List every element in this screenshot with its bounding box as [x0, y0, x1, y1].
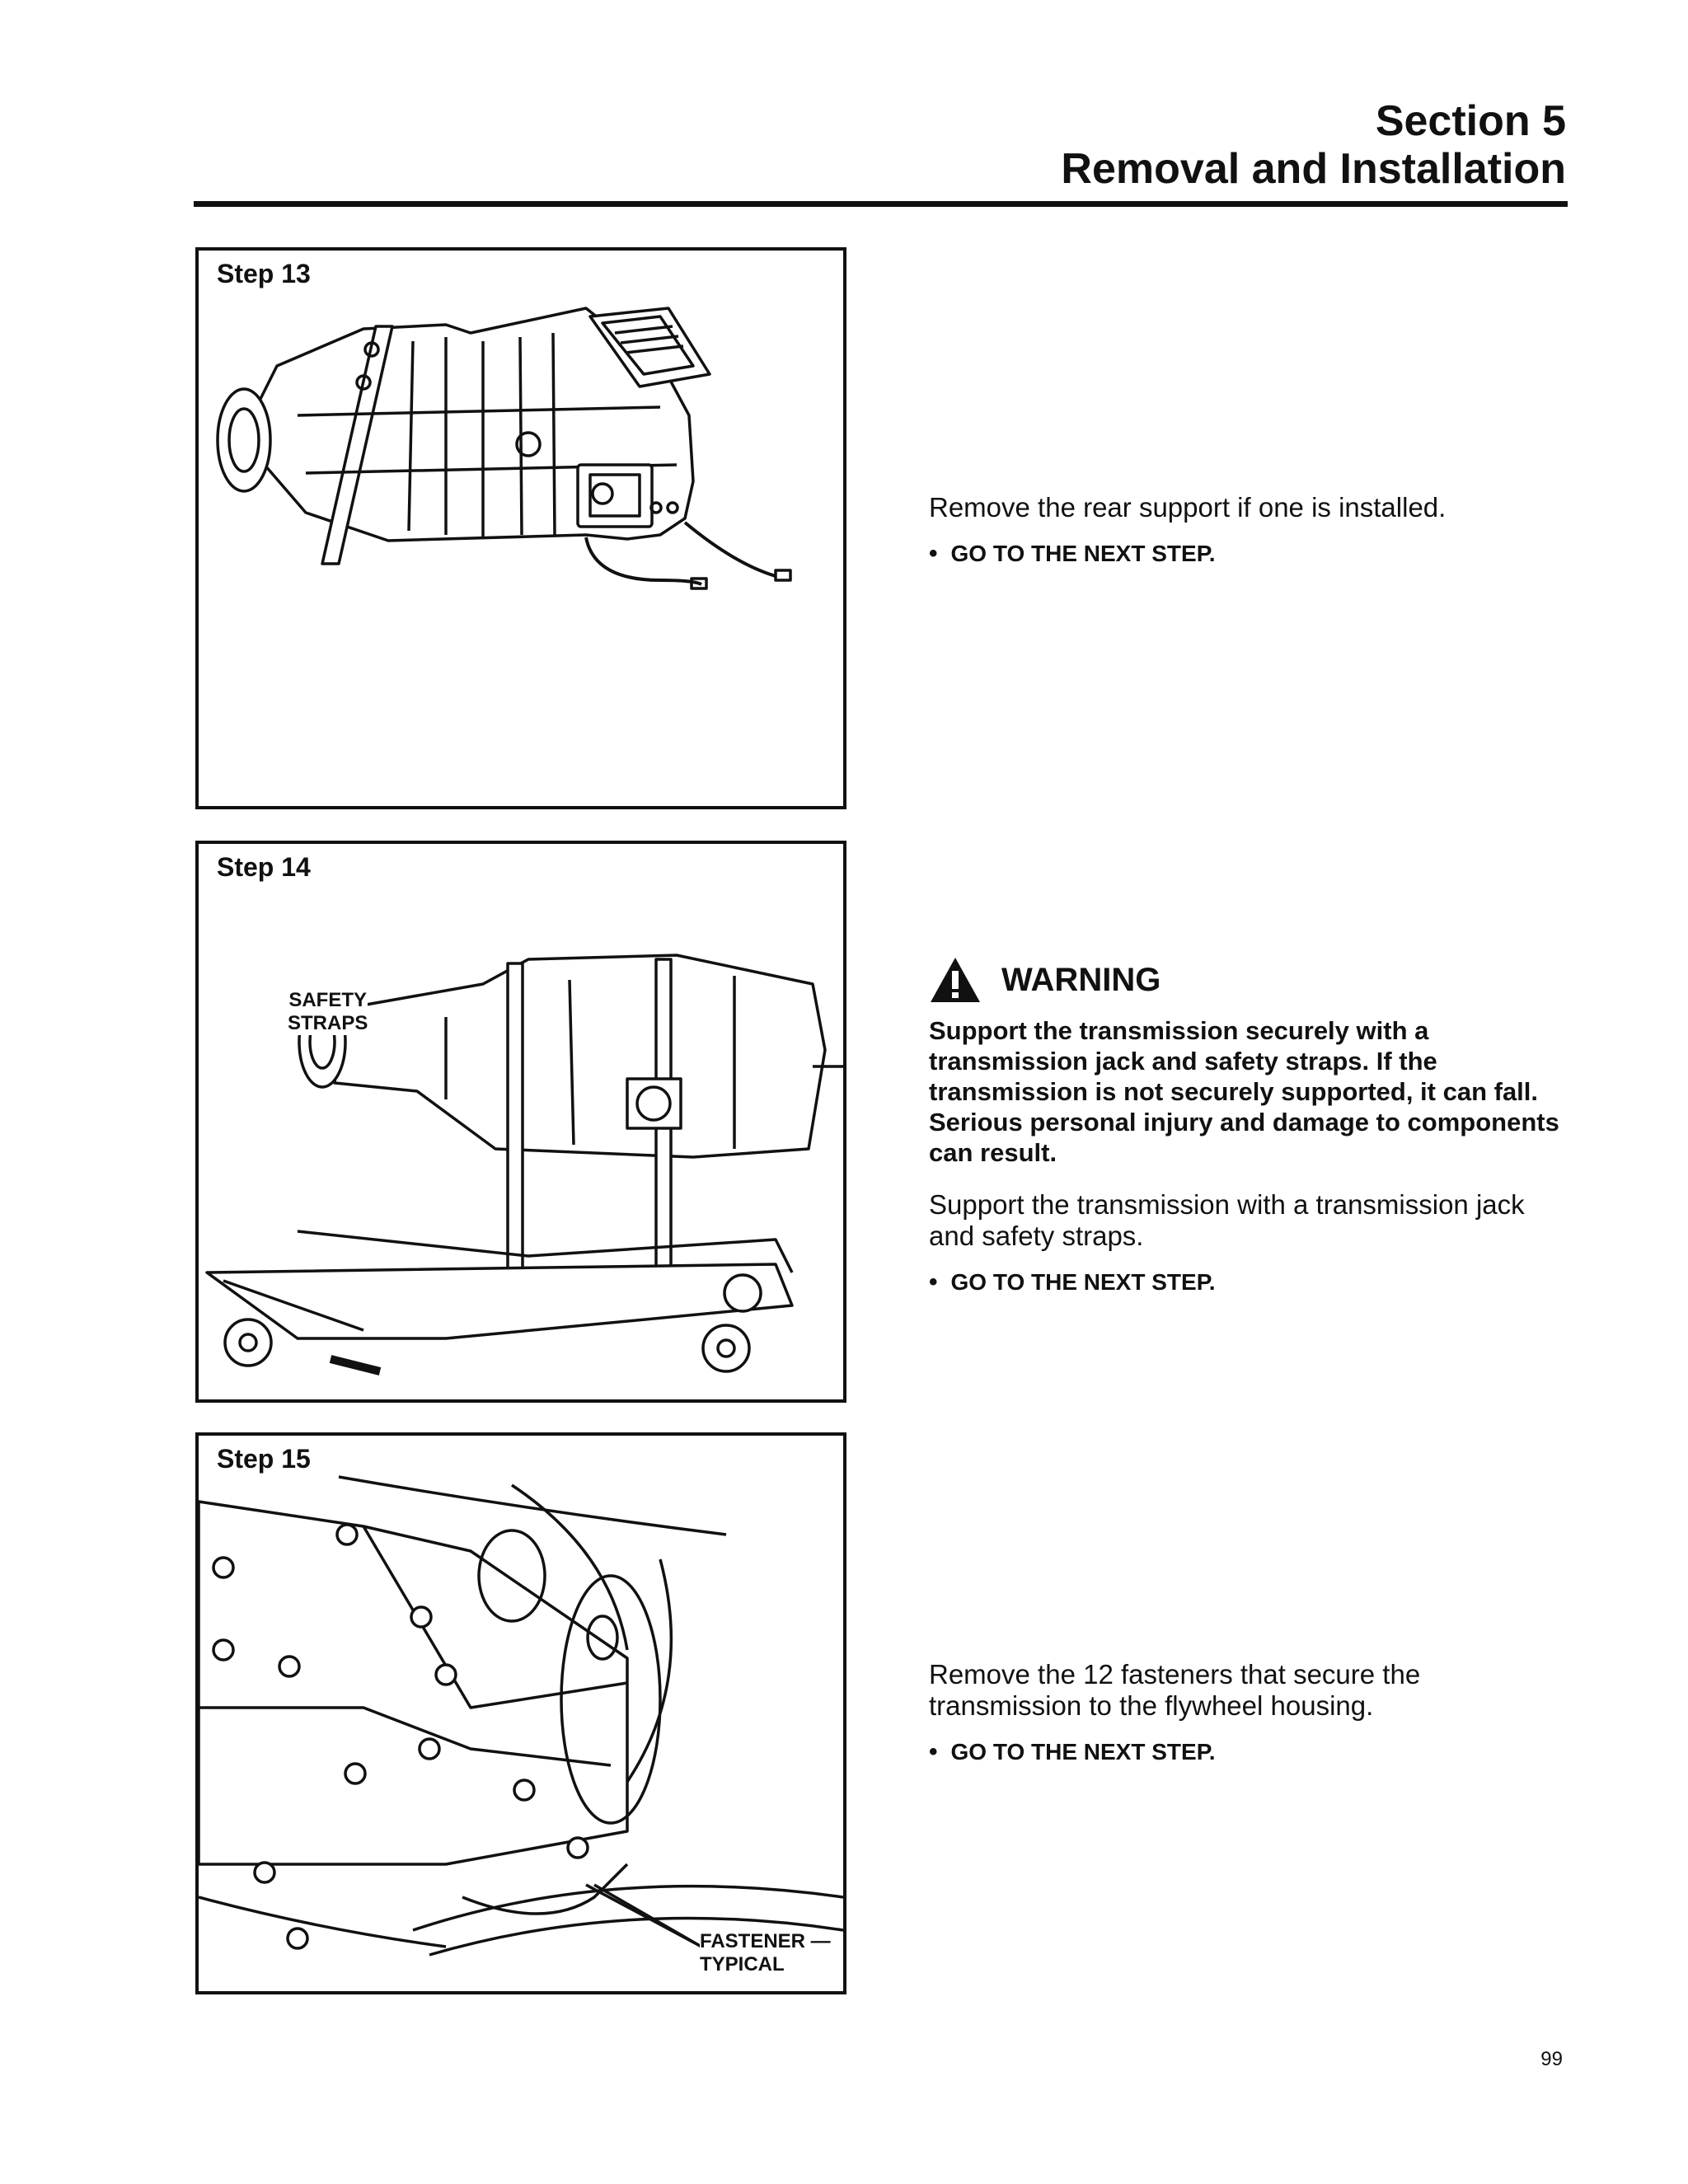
step-15-figure: Step 15 FASTENER — TYPICAL [195, 1432, 846, 1994]
warning-header: WARNING [929, 956, 1564, 1004]
step-14-instruction: Support the transmission with a transmis… [929, 1189, 1525, 1251]
step-13-next: • GO TO THE NEXT STEP. [929, 540, 1564, 568]
section-number: Section 5 [1375, 97, 1566, 145]
step-13-next-label: GO TO THE NEXT STEP. [950, 541, 1216, 566]
warning-title: WARNING [1001, 961, 1161, 998]
safety-straps-line1: SAFETY [288, 989, 368, 1011]
transmission-illustration [216, 307, 792, 590]
page-number: 99 [1540, 2048, 1563, 2070]
step-14-next: • GO TO THE NEXT STEP. [929, 1268, 1564, 1296]
bullet-icon: • [929, 540, 938, 567]
bullet-icon: • [929, 1268, 938, 1296]
step-13-figure: Step 13 [195, 247, 846, 809]
step-14-label: Step 14 [213, 852, 314, 883]
step-13-instruction: Remove the rear support if one is instal… [929, 492, 1447, 523]
transmission-jack-illustration [205, 954, 843, 1376]
step-15-next: • GO TO THE NEXT STEP. [929, 1738, 1564, 1766]
safety-straps-callout: SAFETY STRAPS [288, 989, 368, 1035]
step-14-figure: Step 14 SAFETY STRAPS [195, 841, 846, 1403]
flywheel-housing-illustration [199, 1475, 843, 1957]
step-15-label: Step 15 [213, 1444, 314, 1474]
fastener-line1: FASTENER — [700, 1930, 831, 1952]
section-title: Removal and Installation [1061, 145, 1566, 193]
fastener-line2: TYPICAL [700, 1953, 785, 1975]
safety-straps-line2: STRAPS [288, 1012, 368, 1034]
step-15-text: Remove the 12 fasteners that secure the … [929, 1659, 1564, 1766]
step-15-next-label: GO TO THE NEXT STEP. [950, 1739, 1216, 1765]
step-13-text: Remove the rear support if one is instal… [929, 492, 1564, 568]
fastener-callout: FASTENER — TYPICAL [700, 1930, 831, 1976]
warning-icon [931, 958, 980, 1002]
step-14-next-label: GO TO THE NEXT STEP. [950, 1269, 1216, 1295]
step-13-label: Step 13 [213, 259, 314, 289]
header-rule [194, 201, 1568, 207]
step-15-instruction: Remove the 12 fasteners that secure the … [929, 1659, 1421, 1721]
warning-text: Support the transmission securely with a… [929, 1016, 1559, 1167]
section-header: Section 5 Removal and Installation [1061, 97, 1566, 193]
step-14-text: WARNING Support the transmission securel… [929, 956, 1564, 1296]
bullet-icon: • [929, 1738, 938, 1765]
